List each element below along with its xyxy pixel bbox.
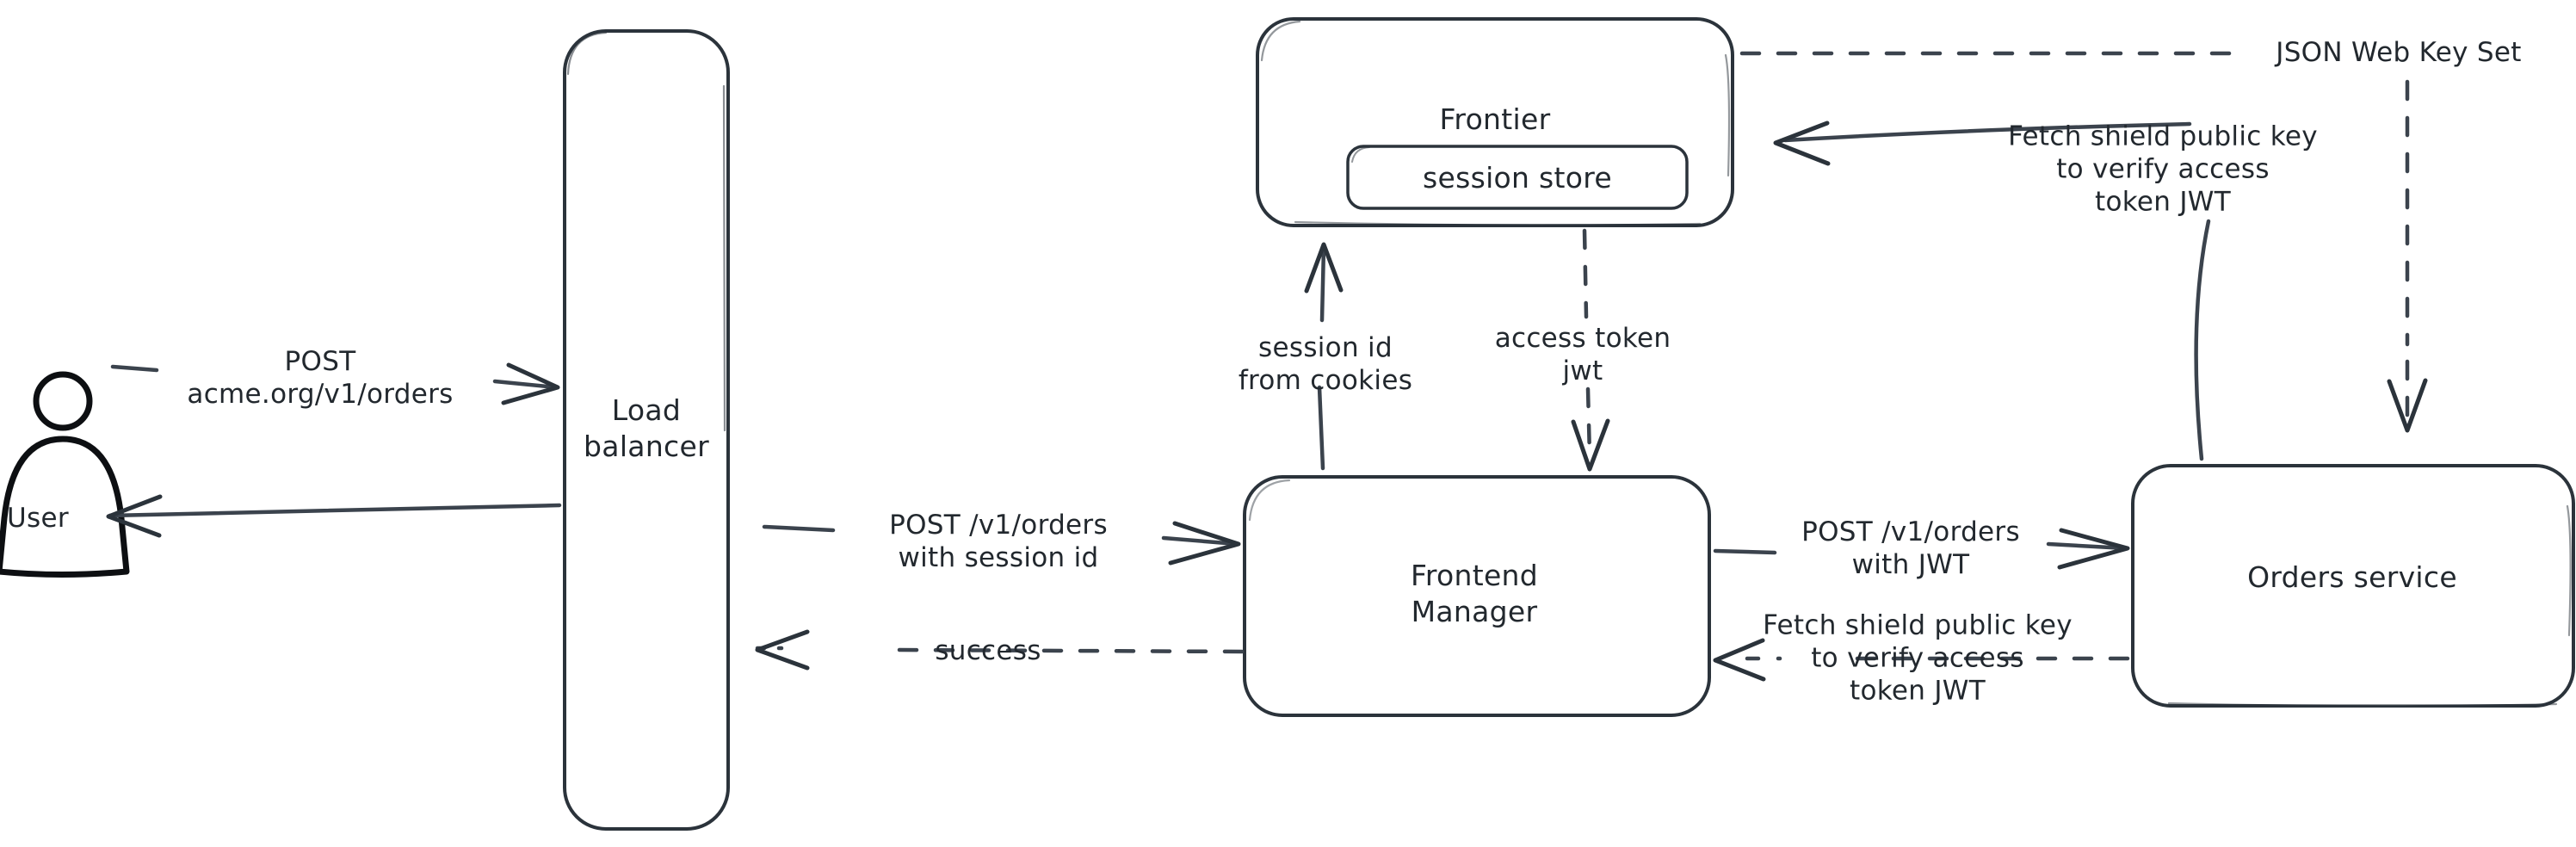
edge-lb-to-fm <box>762 521 1241 566</box>
node-label-orders-service: Orders service <box>2247 560 2457 594</box>
node-label-frontend-manager: Frontend Manager <box>1410 558 1539 628</box>
edge-orders-to-frontier <box>1773 121 2211 461</box>
edge-user-to-lb <box>110 362 560 405</box>
node-load-balancer[interactable] <box>563 29 730 831</box>
edge-label-fm-to-orders: POST /v1/orders with JWT <box>1801 516 2020 580</box>
edge-label-orders-to-fm: Fetch shield public key to verify access… <box>1763 609 2073 706</box>
node-label-load-balancer: Load balancer <box>584 393 709 463</box>
node-orders-service[interactable] <box>2131 464 2575 708</box>
node-user-actor[interactable] <box>0 371 130 578</box>
edge-label-fm-to-frontier: session id from cookies <box>1238 332 1413 396</box>
edge-fm-to-orders <box>1713 528 2130 570</box>
edge-label-user-to-lb: POST acme.org/v1/orders <box>187 346 454 410</box>
edge-fm-to-lb <box>755 629 1245 671</box>
node-label-user: User <box>7 503 69 534</box>
node-frontend-manager[interactable] <box>1243 475 1711 717</box>
edge-fm-to-frontier <box>1304 242 1344 471</box>
edge-frontier-to-fm <box>1571 228 1610 472</box>
node-label-session-store: session store <box>1422 160 1613 195</box>
edge-frontier-to-orders <box>1739 51 2428 433</box>
edge-orders-to-fm <box>1713 638 2130 682</box>
node-frontier[interactable] <box>1256 17 1734 227</box>
edge-label-lb-to-fm: POST /v1/orders with session id <box>889 510 1108 573</box>
edge-label-frontier-to-fm: access token jwt <box>1494 323 1671 386</box>
node-label-frontier: Frontier <box>1439 102 1551 136</box>
edge-lb-to-user <box>106 494 562 538</box>
edge-label-orders-to-frontier: Fetch shield public key to verify access… <box>2008 121 2318 217</box>
node-session-store <box>1346 145 1689 210</box>
edge-label-fm-to-lb: success <box>935 635 1041 667</box>
edge-label-frontier-to-orders: JSON Web Key Set <box>2276 37 2522 69</box>
